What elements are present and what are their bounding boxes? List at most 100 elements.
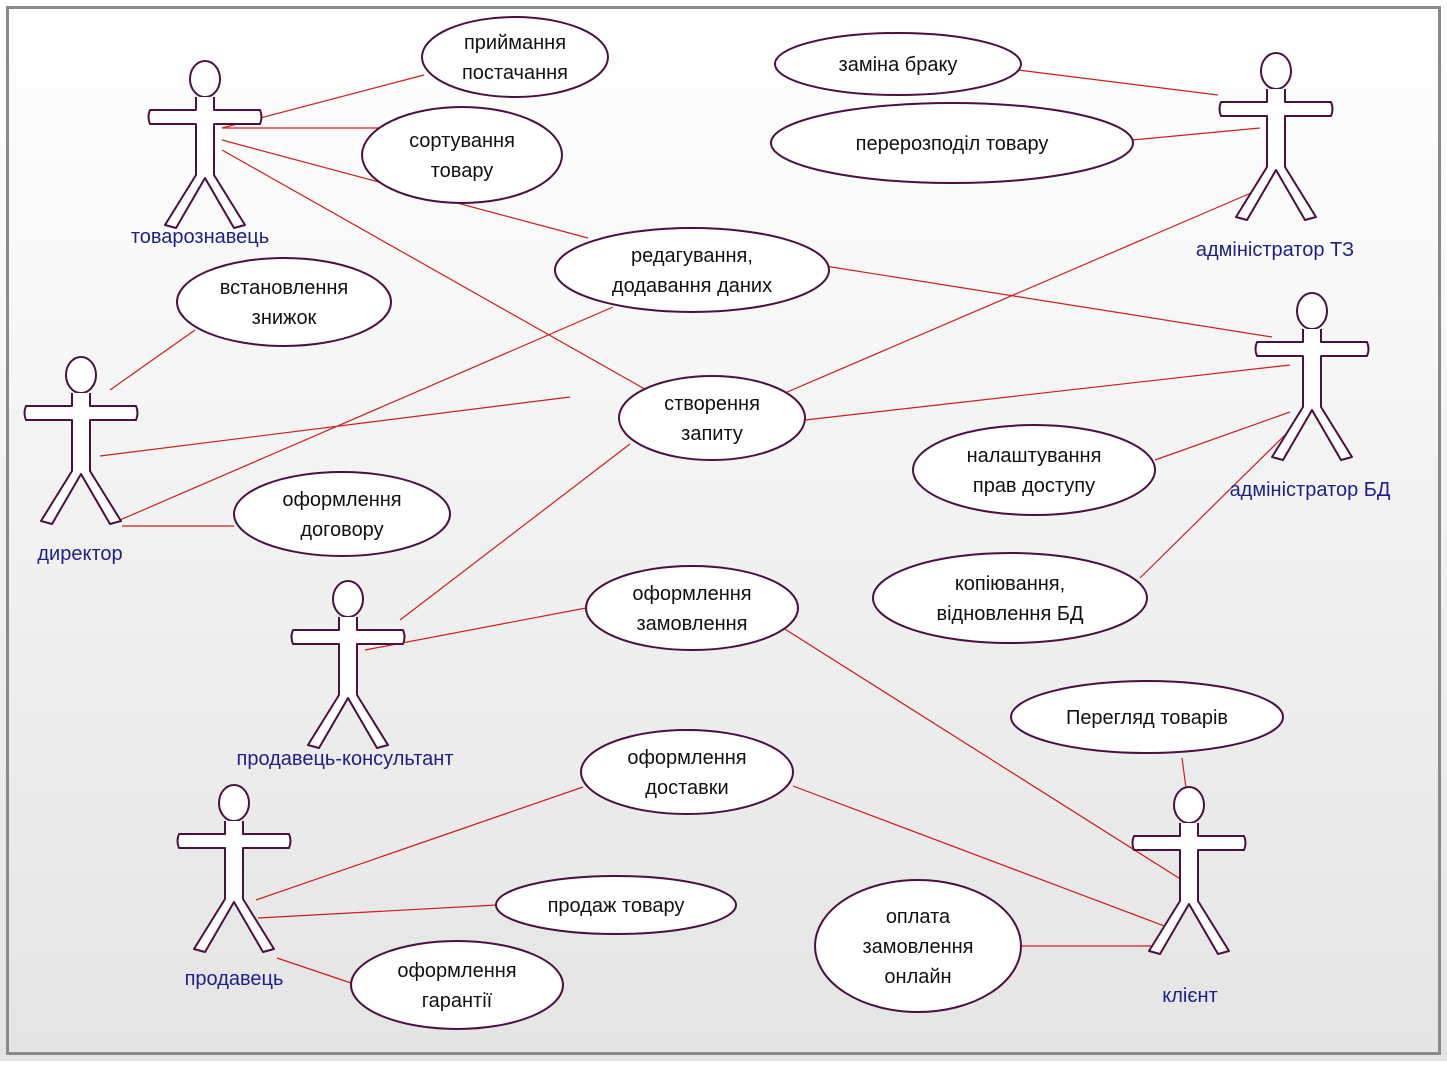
use-case-label: договору xyxy=(300,519,383,541)
use-case-label: гарантії xyxy=(422,990,493,1012)
use-case-nalashtuvannia: налаштування прав доступу xyxy=(912,424,1156,516)
use-case-ellipse xyxy=(585,565,799,651)
stick-figure-icon xyxy=(290,580,406,749)
use-case-ellipse xyxy=(814,879,1022,1013)
association-admin-bd-stvorennia xyxy=(804,364,1291,421)
use-case-label: налаштування xyxy=(967,445,1102,467)
use-case-zamina: заміна браку xyxy=(774,32,1022,96)
actor-label: клієнт xyxy=(1162,985,1218,1007)
use-case-label: оформлення xyxy=(397,960,516,982)
use-case-label: перерозподіл товару xyxy=(856,133,1049,155)
association-kliient-zamovlennia xyxy=(779,625,1183,881)
use-case-label: створення xyxy=(664,393,760,415)
use-case-ellipse xyxy=(580,729,794,815)
stick-figure-icon xyxy=(176,784,292,953)
use-case-ellipse xyxy=(176,257,392,347)
association-prodavets-dostavka xyxy=(255,786,584,901)
actors-layer: товарознавець адміністратор ТЗ адміністрат… xyxy=(23,52,1391,1007)
use-case-kopiiuvannia: копіювання, відновлення БД xyxy=(872,552,1148,644)
use-case-label: запиту xyxy=(681,423,743,445)
association-dyrektor-redahuvannia xyxy=(119,306,614,521)
actor-label: адміністратор БД xyxy=(1230,479,1391,501)
stick-figure-icon xyxy=(1131,786,1247,955)
use-case-ellipse xyxy=(912,424,1156,516)
use-case-label: прав доступу xyxy=(973,475,1095,497)
use-case-label: товару xyxy=(431,160,493,182)
use-case-ellipse xyxy=(554,227,830,313)
use-case-redahuvannia: редагування, додавання даних xyxy=(554,227,830,313)
use-case-ellipse xyxy=(233,471,451,557)
actor-tovaroznavets: товарознавець xyxy=(131,60,269,248)
use-case-ellipse xyxy=(495,875,737,935)
use-case-harantiia: оформлення гарантії xyxy=(350,940,564,1030)
association-kliient-dostavka xyxy=(792,785,1176,931)
use-case-vstanovlennia: встановлення знижок xyxy=(176,257,392,347)
association-prodavets-konsultant-stvorennia xyxy=(399,443,631,621)
stick-figure-icon xyxy=(23,356,139,525)
use-case-label: встановлення xyxy=(220,277,349,299)
use-case-ellipse xyxy=(1010,680,1284,754)
use-case-label: додавання даних xyxy=(612,275,772,297)
association-admin-tz-pererozpodil xyxy=(1131,127,1261,141)
use-case-label: онлайн xyxy=(884,966,951,988)
use-case-oplata: оплата замовлення онлайн xyxy=(814,879,1022,1013)
actor-admin-tz: адміністратор ТЗ xyxy=(1196,52,1354,261)
use-case-pererozpodil: перерозподіл товару xyxy=(770,102,1134,184)
stick-figure-icon xyxy=(147,60,263,229)
use-case-ellipse xyxy=(350,940,564,1030)
association-prodavets-prodazh xyxy=(257,904,498,919)
association-dyrektor-vstanovlennia xyxy=(109,329,196,391)
actor-label: продавець xyxy=(185,968,284,990)
use-case-ellipse xyxy=(774,32,1022,96)
use-case-label: приймання xyxy=(464,32,566,54)
associations-layer xyxy=(99,69,1291,984)
actor-label: продавець-консультант xyxy=(237,748,454,770)
association-dyrektor-stvorennia xyxy=(99,396,571,457)
actor-label: товарознавець xyxy=(131,226,269,248)
use-case-label: сортування xyxy=(409,130,515,152)
use-case-label: оформлення xyxy=(632,583,751,605)
use-case-stvorennia: створення запиту xyxy=(618,375,806,461)
use-case-label: знижок xyxy=(252,307,317,329)
use-case-label: заміна браку xyxy=(839,54,958,76)
actor-prodavets: продавець xyxy=(176,784,292,990)
association-admin-bd-kopiiuvannia xyxy=(1139,429,1291,579)
use-case-label: продаж товару xyxy=(548,895,685,917)
stick-figure-icon xyxy=(1254,292,1370,461)
use-case-label: оформлення xyxy=(282,489,401,511)
use-case-label: редагування, xyxy=(631,245,753,267)
stick-figure-icon xyxy=(1218,52,1334,221)
actor-kliient: клієнт xyxy=(1131,786,1247,1007)
actor-label: адміністратор ТЗ xyxy=(1196,239,1354,261)
actor-prodavets-konsultant: продавець-консультант xyxy=(237,580,454,770)
use-case-label: замовлення xyxy=(862,936,973,958)
use-case-label: копіювання, xyxy=(955,573,1065,595)
association-tovaroznavets-stvorennia xyxy=(221,149,651,393)
use-case-label: Перегляд товарів xyxy=(1066,707,1228,729)
actor-dyrektor: директор xyxy=(23,356,139,565)
association-admin-tz-stvorennia xyxy=(784,189,1259,394)
use-case-prodazh: продаж товару xyxy=(495,875,737,935)
use-case-label: замовлення xyxy=(636,613,747,635)
association-admin-bd-redahuvannia xyxy=(824,265,1273,338)
use-case-ellipse xyxy=(421,16,609,98)
use-case-label: оформлення xyxy=(627,747,746,769)
use-case-label: доставки xyxy=(645,777,728,799)
use-case-dostavka: оформлення доставки xyxy=(580,729,794,815)
use-case-dohovir: оформлення договору xyxy=(233,471,451,557)
use-case-label: оплата xyxy=(886,906,951,928)
use-case-ellipse xyxy=(872,552,1148,644)
use-case-ellipse xyxy=(618,375,806,461)
use-case-label: відновлення БД xyxy=(936,603,1083,625)
association-admin-tz-zamina xyxy=(1017,69,1219,96)
association-admin-bd-nalashtuvannia xyxy=(1154,411,1291,461)
actor-label: директор xyxy=(37,543,122,565)
use-case-ellipse xyxy=(770,102,1134,184)
use-case-ellipse xyxy=(361,106,563,204)
use-case-perehliad: Перегляд товарів xyxy=(1010,680,1284,754)
association-kliient-perehliad xyxy=(1181,757,1187,789)
use-case-sortuvannia: сортування товару xyxy=(361,106,563,204)
